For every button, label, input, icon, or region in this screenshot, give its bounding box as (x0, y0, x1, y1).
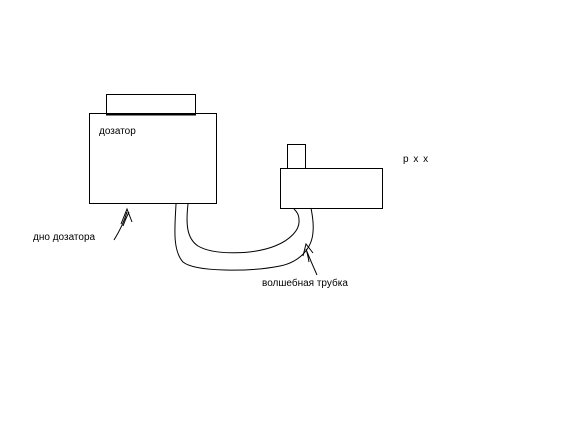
dosator-body (89, 113, 217, 204)
arrow-magic-tube (302, 242, 318, 276)
pxx-body (280, 168, 383, 209)
pxx-cap (287, 144, 306, 169)
dosator-bottom-label: дно дозатора (33, 232, 96, 243)
arrow-dosator-bottom (113, 207, 133, 241)
dosator-label: дозатор (99, 126, 136, 137)
magic-tube-label: волшебная трубка (262, 278, 348, 289)
magic-tube-inner (186, 203, 300, 254)
pxx-label: р х х (403, 154, 430, 165)
magic-tube-outer (174, 203, 314, 271)
dosator-lid (106, 94, 196, 114)
